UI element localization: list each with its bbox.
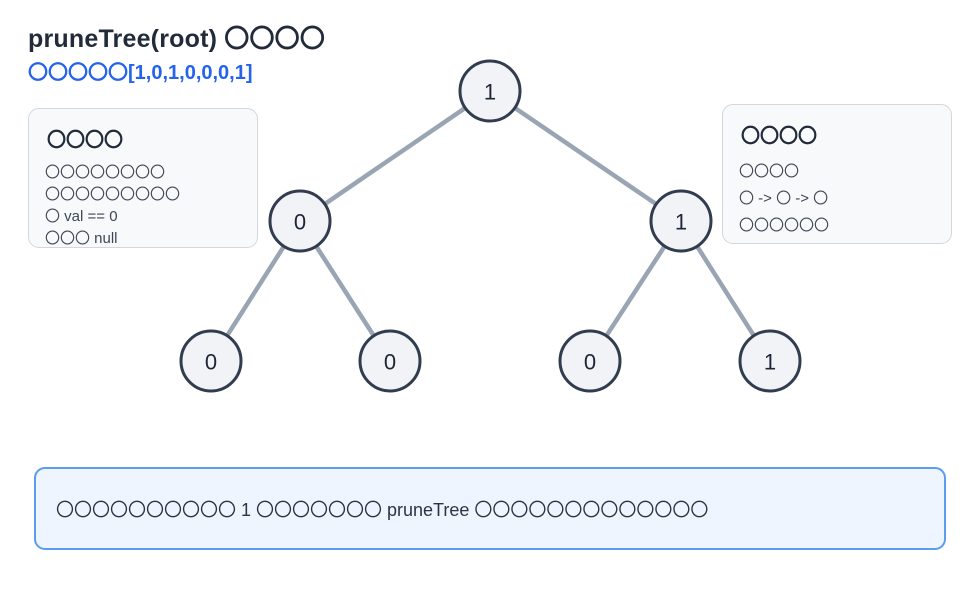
info-card-right-line: 〇〇〇〇〇〇 <box>739 217 830 234</box>
tree-edge-layer <box>224 105 757 339</box>
tree-node-label: 0 <box>294 210 306 235</box>
tree-node[interactable]: 0 <box>268 189 332 253</box>
tree-node[interactable]: 0 <box>558 329 622 393</box>
tree-edge <box>603 243 668 339</box>
tree-node-label: 0 <box>384 350 396 375</box>
info-card-left-title: 〇〇〇〇 <box>47 130 124 151</box>
tree-node[interactable]: 1 <box>458 59 522 123</box>
tree-node-layer: 1 0 1 0 0 0 1 <box>179 59 802 393</box>
tree-node-circle <box>358 329 422 393</box>
info-card-right-title: 〇〇〇〇 <box>741 126 818 147</box>
tree-edge <box>694 243 757 339</box>
tree-node[interactable]: 1 <box>738 329 802 393</box>
tree-edge <box>511 105 660 207</box>
info-card-left-line: 〇〇〇〇〇〇〇〇〇 <box>45 186 181 203</box>
tree-node-circle <box>649 189 713 253</box>
tree-node-circle <box>268 189 332 253</box>
tree-edge <box>224 243 287 339</box>
tree-node-label: 1 <box>764 350 776 375</box>
tree-edge <box>313 243 377 339</box>
tree-edge <box>321 105 469 207</box>
tree-node[interactable]: 1 <box>649 189 713 253</box>
tree-node-label: 1 <box>484 80 496 105</box>
page-subtitle: 〇〇〇〇〇[1,0,1,0,0,0,1] <box>28 62 253 84</box>
callout-text: 〇〇〇〇〇〇〇〇〇〇 1 〇〇〇〇〇〇〇 pruneTree 〇〇〇〇〇〇〇〇〇… <box>56 499 709 520</box>
tree-node-circle <box>179 329 243 393</box>
tree-node-label: 0 <box>584 350 596 375</box>
info-card-right: 〇〇〇〇 〇〇〇〇 〇 -> 〇 -> 〇 〇〇〇〇〇〇 <box>722 104 952 244</box>
tree-node[interactable]: 0 <box>358 329 422 393</box>
tree-node[interactable]: 0 <box>179 329 243 393</box>
tree-node-circle <box>458 59 522 123</box>
tree-node-circle <box>558 329 622 393</box>
info-card-left-line: 〇〇〇 null <box>45 230 118 247</box>
info-card-left: 〇〇〇〇 〇〇〇〇〇〇〇〇 〇〇〇〇〇〇〇〇〇 〇 val == 0 〇〇〇 n… <box>28 108 258 248</box>
info-card-left-line: 〇〇〇〇〇〇〇〇 <box>45 164 166 181</box>
tree-node-circle <box>738 329 802 393</box>
tree-node-label: 0 <box>205 350 217 375</box>
tree-node-label: 1 <box>675 210 687 235</box>
info-card-right-line: 〇 -> 〇 -> 〇 <box>739 190 829 207</box>
info-card-left-line: 〇 val == 0 <box>45 208 118 225</box>
callout-banner: 〇〇〇〇〇〇〇〇〇〇 1 〇〇〇〇〇〇〇 pruneTree 〇〇〇〇〇〇〇〇〇… <box>34 467 946 550</box>
page-title: pruneTree(root) 〇〇〇〇 <box>28 25 326 53</box>
info-card-right-line: 〇〇〇〇 <box>739 163 800 180</box>
binary-tree-diagram: 1 0 1 0 0 0 1 <box>179 59 802 393</box>
